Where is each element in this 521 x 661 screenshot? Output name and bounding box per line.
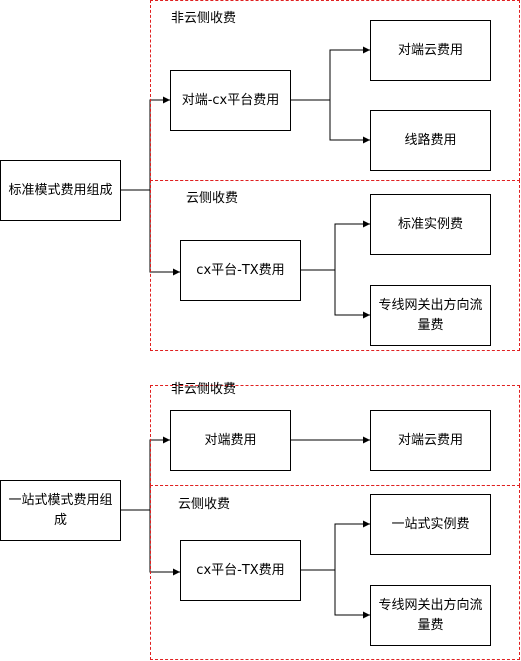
edge-cxtx2-to-instance <box>300 520 370 571</box>
node-onestop-mode-root: 一站式模式费用组成 <box>0 480 121 541</box>
node-cx-tx-fee: cx平台-TX费用 <box>180 240 301 301</box>
edge-cxtx2-to-traffic <box>334 570 370 619</box>
node-line-fee: 线路费用 <box>370 110 491 171</box>
region-top-noncloud-label: 非云侧收费 <box>171 11 237 26</box>
region-bottom-cloud <box>150 485 520 660</box>
node-edge-platform-fee: 对端-cx平台费用 <box>170 70 291 131</box>
region-top-cloud <box>150 180 520 351</box>
node-gateway-traffic-fee: 专线网关出方向流量费 <box>370 285 491 346</box>
node-edge-cloud-fee-2: 对端云费用 <box>370 410 491 471</box>
node-onestop-instance-fee: 一站式实例费 <box>370 494 491 555</box>
edge-platform-to-edgecloud <box>290 46 370 101</box>
node-cx-tx-fee-2: cx平台-TX费用 <box>180 540 301 601</box>
node-edge-fee: 对端费用 <box>170 410 291 471</box>
node-standard-instance-fee: 标准实例费 <box>370 194 491 255</box>
node-standard-mode-root: 标准模式费用组成 <box>0 160 121 221</box>
node-gateway-traffic-fee-2: 专线网关出方向流量费 <box>370 585 491 646</box>
region-top-cloud-label: 云侧收费 <box>186 191 239 206</box>
node-edge-cloud-fee: 对端云费用 <box>370 20 491 81</box>
edge-cxtx-to-traffic <box>334 270 370 319</box>
edge-cxtx-to-instance <box>300 220 370 271</box>
region-bottom-noncloud-label: 非云侧收费 <box>171 382 237 397</box>
region-bottom-cloud-label: 云侧收费 <box>178 497 231 512</box>
edge-platform-to-line <box>329 100 370 144</box>
